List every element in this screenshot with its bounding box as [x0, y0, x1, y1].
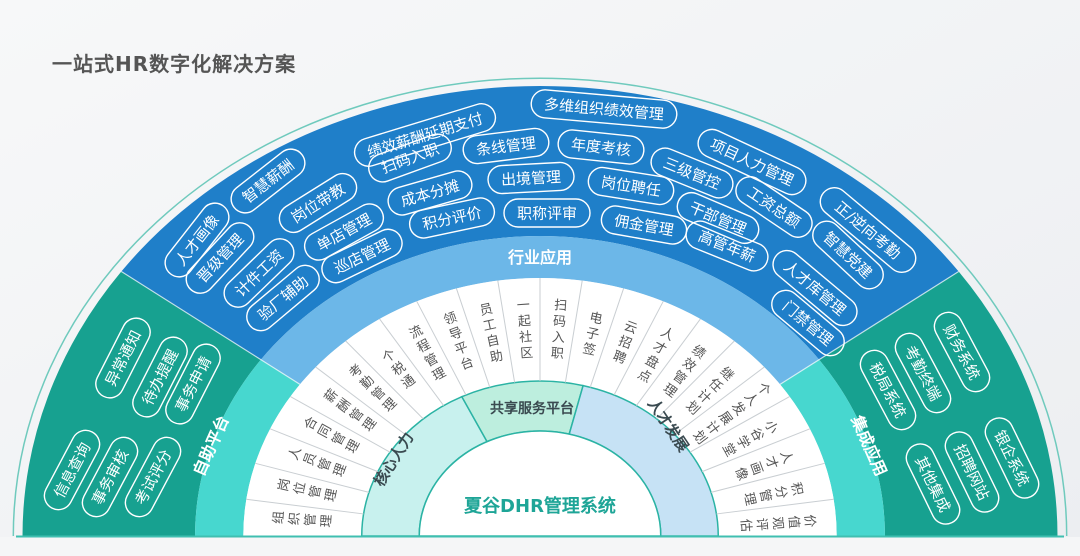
- module-divider: [379, 318, 445, 406]
- module-divider: [674, 366, 765, 435]
- pill-outline: [557, 129, 645, 165]
- industry-app-pill[interactable]: 出境管理: [487, 161, 575, 195]
- integration-band: [780, 359, 885, 536]
- pill-outline: [859, 349, 917, 431]
- pill-outline: [685, 220, 769, 272]
- center-system-label: 夏谷DHR管理系统: [464, 495, 616, 517]
- pill-outline: [487, 161, 575, 195]
- module-divider: [635, 318, 701, 406]
- pill-outline: [353, 103, 497, 167]
- pill-outline: [368, 133, 452, 183]
- pill-outline: [676, 191, 760, 245]
- core-label-shared-service: 共享服务平台: [490, 400, 574, 417]
- industry-band: [260, 235, 820, 385]
- pill-outline: [95, 317, 151, 399]
- pill-outline: [812, 220, 884, 290]
- self-service-band: [195, 359, 300, 536]
- pill-outline: [164, 202, 230, 278]
- module-label[interactable]: 扫码入职: [547, 298, 567, 363]
- module-divider: [290, 396, 391, 453]
- pill-outline: [503, 198, 591, 228]
- pill-outline: [530, 89, 678, 129]
- pill-outline: [132, 336, 188, 418]
- pill-outline: [819, 187, 917, 273]
- industry-app-pill[interactable]: 职称评审: [503, 198, 591, 228]
- module-label[interactable]: 价值观评估: [736, 511, 817, 532]
- pill-outline: [462, 127, 550, 165]
- pill-outline: [984, 417, 1040, 499]
- module-label[interactable]: 一起社区: [513, 298, 533, 363]
- module-divider: [656, 340, 735, 420]
- pill-outline: [587, 166, 675, 206]
- module-divider: [701, 428, 811, 473]
- module-divider: [564, 280, 583, 383]
- pill-outline: [387, 170, 473, 216]
- industry-apps-sector: [121, 85, 959, 360]
- pill-outline: [43, 429, 101, 511]
- module-divider: [416, 301, 467, 396]
- sector-divider: [121, 270, 301, 385]
- sector-divider: [779, 270, 959, 385]
- pill-outline: [650, 147, 734, 199]
- pill-outline: [944, 431, 1000, 513]
- pill-outline: [408, 197, 496, 239]
- pill-outline: [735, 176, 813, 238]
- pill-outline: [772, 249, 858, 327]
- band-label-industry: 行业应用: [507, 248, 572, 267]
- pill-outline: [771, 289, 845, 357]
- pill-outline: [894, 332, 952, 414]
- module-divider: [255, 462, 370, 493]
- pill-outline: [185, 222, 255, 294]
- page-title: 一站式HR数字化解决方案: [52, 52, 297, 76]
- pill-outline: [165, 343, 221, 425]
- modules-ring: [243, 278, 837, 536]
- self-service-sector: [22, 271, 261, 536]
- module-divider: [315, 366, 406, 435]
- module-divider: [689, 396, 790, 453]
- module-divider: [269, 428, 379, 473]
- module-divider: [345, 340, 424, 420]
- outer-arc-line: [12, 77, 1068, 537]
- pill-outline: [933, 311, 991, 393]
- integration-sector: [819, 271, 1058, 536]
- pill-outline: [303, 203, 385, 261]
- module-divider: [246, 498, 364, 515]
- pill-outline: [697, 128, 807, 196]
- module-divider: [716, 498, 834, 515]
- module-label[interactable]: 组织管理: [271, 511, 336, 531]
- bottom-strip: [0, 537, 1080, 556]
- pill-outline: [278, 172, 358, 234]
- pill-outline: [230, 148, 306, 214]
- module-divider: [613, 301, 664, 396]
- pill-outline: [321, 228, 403, 284]
- pill-outline: [223, 238, 295, 308]
- pill-outline: [905, 443, 961, 525]
- pill-label: 职称评审: [517, 205, 577, 223]
- center-circle: [418, 430, 662, 537]
- module-divider: [497, 280, 516, 383]
- pill-label: 出境管理: [501, 168, 562, 189]
- pill-outline: [246, 264, 320, 332]
- module-divider: [710, 462, 825, 493]
- module-divider: [455, 288, 491, 388]
- module-divider: [589, 288, 625, 388]
